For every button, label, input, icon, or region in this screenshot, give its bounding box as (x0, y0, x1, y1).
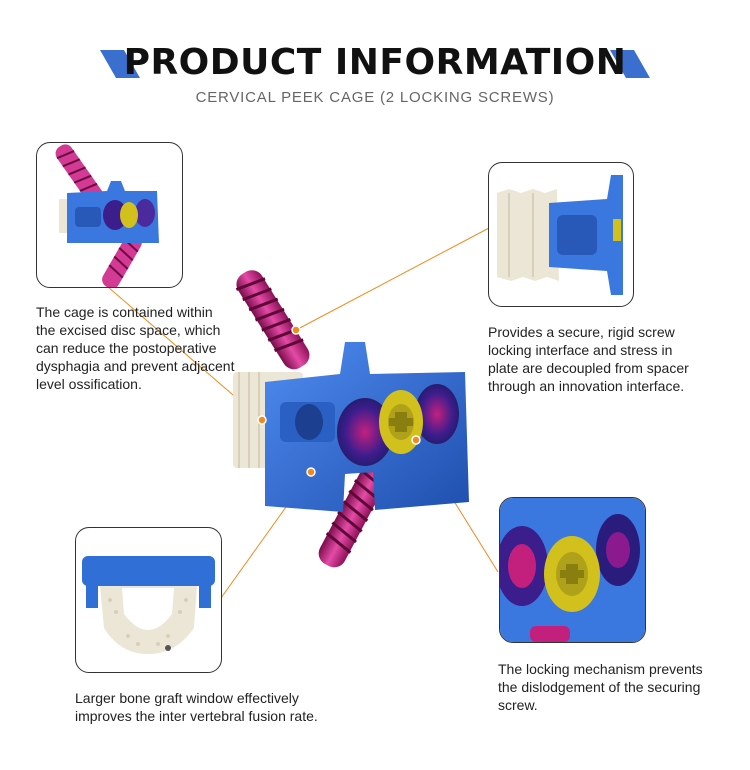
feature-description-locking-interface: Provides a secure, rigid screw locking i… (488, 324, 689, 394)
feature-description-contained: The cage is contained within the excised… (36, 304, 235, 392)
detail-image-top-right (488, 162, 634, 307)
page-title: PRODUCT INFORMATION (123, 42, 627, 83)
detail-image-bottom-right (499, 497, 646, 643)
feature-description-locking-mechanism: The locking mechanism prevents the dislo… (498, 661, 703, 713)
cage-main-illustration (233, 270, 469, 568)
title-decoration-right (610, 50, 650, 78)
feature-description-graft-window: Larger bone graft window effectively imp… (75, 690, 318, 724)
detail-image-top-left (36, 142, 183, 288)
title-decoration-left (100, 50, 140, 78)
detail-image-bottom-left (75, 527, 222, 673)
page-subtitle: CERVICAL PEEK CAGE (2 LOCKING SCREWS) (195, 89, 555, 106)
